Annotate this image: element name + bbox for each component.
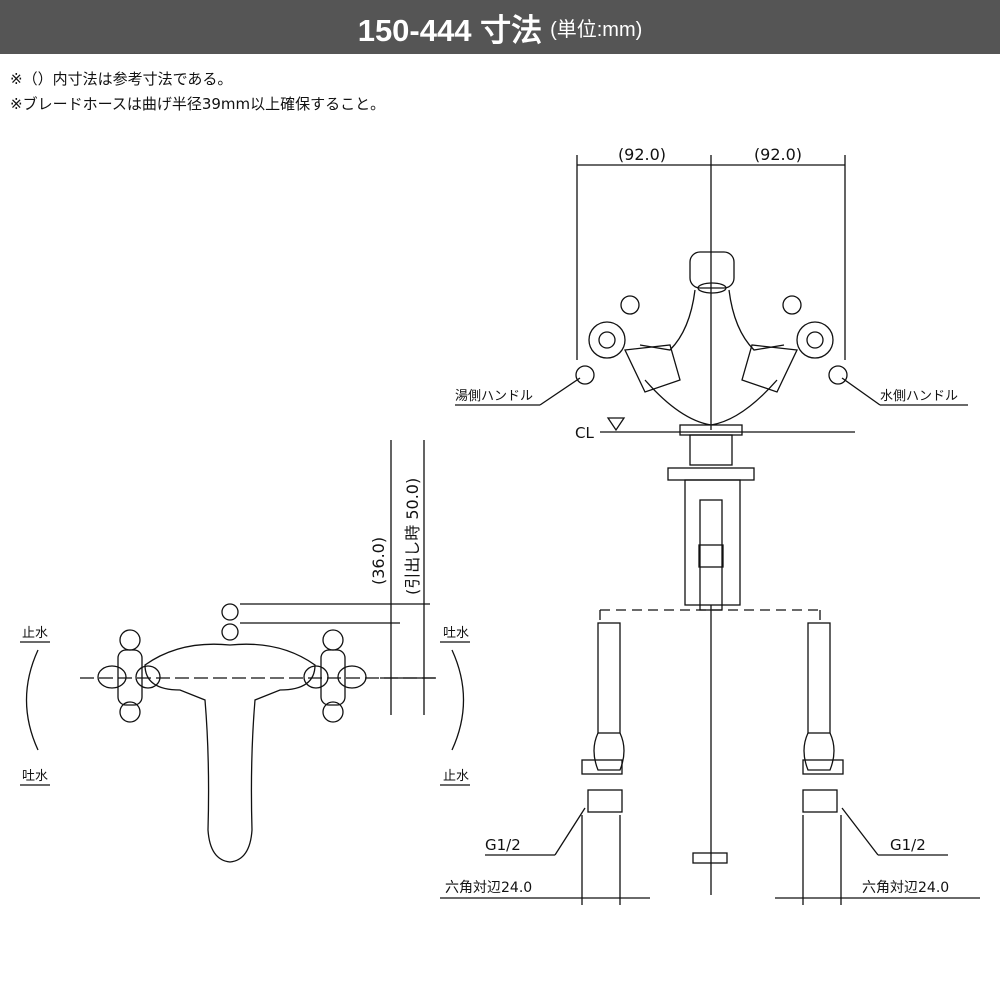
left-handle bbox=[97, 629, 161, 723]
front-view: (92.0) (92.0) 湯側ハンドル 水側ハンドル CL bbox=[440, 145, 980, 905]
shank bbox=[667, 424, 755, 895]
right-top-label: 吐水 bbox=[443, 626, 469, 641]
thread-right-label: G1/2 bbox=[890, 836, 926, 854]
right-bottom-label: 止水 bbox=[443, 769, 469, 784]
note-hose: ※ブレードホースは曲げ半径39mm以上確保すること。 bbox=[10, 95, 386, 113]
hot-handle-label: 湯側ハンドル bbox=[455, 389, 533, 404]
left-top-label: 止水 bbox=[22, 626, 48, 641]
dim-50-label: (引出し時 50.0) bbox=[403, 478, 422, 595]
cold-handle-label: 水側ハンドル bbox=[880, 389, 958, 404]
cold-handle bbox=[741, 295, 848, 393]
hose-right bbox=[802, 622, 844, 813]
page-title: 150-444 寸法 bbox=[357, 12, 543, 48]
hex-left-label: 六角対辺24.0 bbox=[445, 880, 532, 896]
header-bar: 150-444 寸法 (単位:mm) bbox=[0, 0, 1000, 54]
dim-left-label: (92.0) bbox=[618, 145, 666, 164]
dim-right-label: (92.0) bbox=[754, 145, 802, 164]
note-reference: ※（）内寸法は参考寸法である。 bbox=[10, 70, 233, 88]
top-view: (36.0) (引出し時 50.0) 止水 吐水 吐水 止水 bbox=[20, 440, 470, 863]
right-handle bbox=[303, 629, 367, 723]
hex-right-label: 六角対辺24.0 bbox=[862, 880, 949, 896]
spout bbox=[639, 251, 785, 426]
thread-left-label: G1/2 bbox=[485, 836, 521, 854]
cl-label: CL bbox=[575, 424, 594, 442]
hose-left bbox=[581, 622, 625, 813]
dim-36-label: (36.0) bbox=[369, 537, 388, 585]
hot-handle bbox=[575, 295, 681, 393]
unit-label: (単位:mm) bbox=[550, 18, 643, 41]
left-bottom-label: 吐水 bbox=[22, 769, 48, 784]
